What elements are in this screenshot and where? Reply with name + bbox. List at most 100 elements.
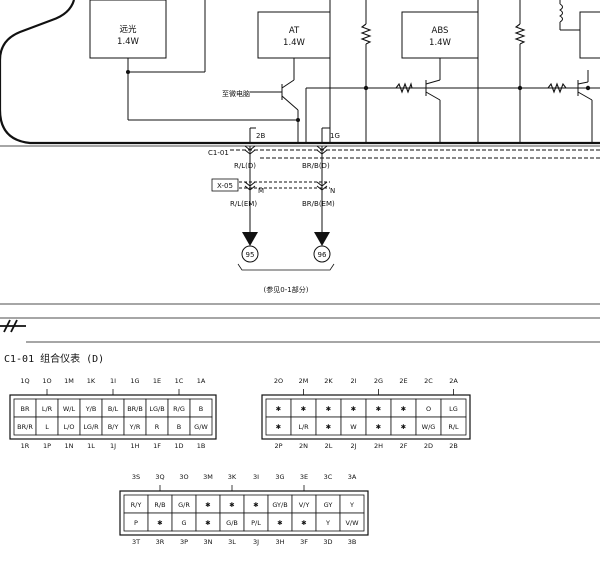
connector_mid-top-pin: 2I [350, 377, 356, 385]
connector_left-bottom-pin: 1F [153, 442, 161, 450]
see-note-label: (参见0-1部分) [264, 285, 309, 294]
connector_bottom-cell-text: V/W [345, 519, 359, 527]
connector_mid-cell-text: R/L [448, 423, 459, 431]
connector_bottom-top-pin: 3C [324, 473, 333, 481]
connector_bottom-cell-text: V/Y [299, 501, 310, 509]
connector_left-top-pin: 1E [153, 377, 161, 385]
connector_bottom-bottom-pin: 3T [132, 538, 140, 546]
connector_left-cell-text: B/Y [108, 423, 119, 431]
wire-brb-d-label: BR/B(D) [302, 162, 330, 170]
connector_bottom-cell-text: GY [324, 501, 333, 509]
connector_left-top-pin: 1C [175, 377, 184, 385]
connector_bottom-bottom-pin: 3J [253, 538, 259, 546]
main-bus-line [0, 0, 600, 145]
connector_bottom-top-pin: 3O [179, 473, 188, 481]
connector_left-bottom-pin: 1R [21, 442, 30, 450]
connector_bottom-cell-text: ✱ [205, 501, 210, 509]
connector_left-cell-text: L/O [64, 423, 75, 431]
wire-rl-d-label: R/L(D) [234, 162, 256, 170]
connector_bottom-cell-text: R/B [154, 501, 165, 509]
connector_left-cell-text: B/L [108, 405, 119, 413]
connector_bottom-cell-text: P/L [251, 519, 261, 527]
connector_left-cell-text: R/G [173, 405, 185, 413]
connector_mid-cell-text: O [426, 405, 431, 413]
connector_mid-cell-text: ✱ [401, 423, 406, 431]
connector_bottom-cell-text: G [181, 519, 186, 527]
connector_mid-top-pin: 2G [374, 377, 383, 385]
module-high-beam-watt: 1.4W [117, 37, 140, 47]
connector_left-bottom-pin: 1D [174, 442, 183, 450]
module-at-name: AT [289, 26, 300, 36]
module-high-beam-name: 远光 [119, 24, 137, 35]
connector_mid-top-pin: 2C [424, 377, 433, 385]
connector_bottom-bottom-pin: 3D [323, 538, 332, 546]
connector_mid-bottom-pin: 2F [400, 442, 408, 450]
connector_left-top-pin: 1A [197, 377, 206, 385]
connector_bottom-top-pin: 3G [275, 473, 284, 481]
connector_left-top-pin: 1M [64, 377, 74, 385]
connector_bottom-bottom-pin: 3H [275, 538, 284, 546]
connector_bottom-cell-text: G/B [226, 519, 238, 527]
connector_bottom-cell-text: ✱ [205, 519, 210, 527]
connector_left-cell [189, 416, 213, 436]
connector_left-bottom-pin: 1B [197, 442, 206, 450]
connector-chevrons [244, 145, 328, 191]
connector_mid-frame [261, 394, 471, 440]
connector_bottom-top-pin: 3Q [155, 473, 164, 481]
connector_bottom-top-pin: 3K [228, 473, 237, 481]
connector_left-cell-text: Y/B [85, 405, 97, 413]
connector_left-bottom-pin: 1J [110, 442, 116, 450]
connector_bottom-cell-text: P [134, 519, 138, 527]
connector_left-bottom-pin: 1L [87, 442, 95, 450]
connector_mid-cell-text: W/G [422, 423, 436, 431]
connector_bottom-top-pin: 3A [348, 473, 357, 481]
connector_mid-bottom-pin: 2L [325, 442, 333, 450]
connector_bottom-cell-text: ✱ [253, 501, 258, 509]
junction-dots [126, 70, 591, 122]
ground-terminals [237, 232, 335, 271]
connector_left-cell-text: G/W [194, 423, 208, 431]
connector_mid-cell-text: ✱ [326, 423, 331, 431]
pin-1g-label: 1G [330, 132, 340, 140]
connector_left-cell-text: LG/R [83, 423, 99, 431]
label-to-cpu: 至微电脑 [222, 89, 250, 98]
connector_left-cell-text: BR/B [127, 405, 143, 413]
connector_left-cell-text: BR/R [17, 423, 33, 431]
pin-m-label: M [258, 187, 264, 195]
resistor-symbols [360, 23, 567, 94]
connector_mid-bottom-pin: 2N [299, 442, 308, 450]
connector_bottom-frame [119, 490, 369, 536]
connector_mid-top-pin: 2M [299, 377, 309, 385]
ground-96-label: 96 [318, 251, 327, 259]
c101-label: C1-01 [208, 149, 229, 157]
connector_bottom-cell-text: Y [349, 501, 354, 509]
connector_mid-cell-text: W [350, 423, 357, 431]
connector_left-cell-text: Y/R [129, 423, 141, 431]
connector_bottom-top-pin: 3M [203, 473, 213, 481]
connector_bottom-cell-text: ✱ [157, 519, 162, 527]
connector_bottom-bottom-pin: 3N [204, 538, 213, 546]
connector_bottom-cell-text: Y [325, 519, 330, 527]
connector_mid-bottom-pin: 2D [424, 442, 433, 450]
wire-brb-em-label: BR/B(EM) [302, 200, 335, 208]
coil-symbol [559, 0, 580, 31]
connector_bottom-top-pin: 3S [132, 473, 140, 481]
connector_mid-cell-text: ✱ [326, 405, 331, 413]
connector_bottom-top-pin: 3E [300, 473, 308, 481]
connector_bottom-cell-text: GY/B [272, 501, 287, 509]
module-high-beam: 远光 1.4W [89, 0, 167, 59]
connector_left-bottom-pin: 1P [43, 442, 51, 450]
module-abs-name: ABS [432, 26, 449, 36]
connector_mid-cell-text: ✱ [301, 405, 306, 413]
connector_left-cell-text: LG/B [149, 405, 164, 413]
module-abs: ABS 1.4W [401, 11, 479, 59]
wire-rl-em-label: R/L(EM) [230, 200, 257, 208]
connector_mid-cell-text: ✱ [401, 405, 406, 413]
connector_left-cell-text: W/L [63, 405, 76, 413]
connector_left-cell-text: L [45, 423, 49, 431]
pin-n-label: N [330, 187, 335, 195]
